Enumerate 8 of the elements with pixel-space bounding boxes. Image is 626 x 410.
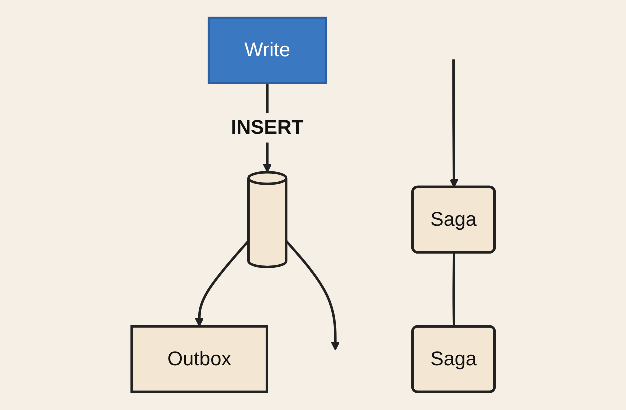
node-cylinder (247, 171, 288, 268)
edge-label: INSERT (230, 117, 304, 139)
arrow (285, 240, 340, 351)
arrow (194, 240, 250, 328)
node-box: Outbox (130, 325, 268, 394)
connector (452, 253, 456, 328)
arrow (450, 60, 458, 188)
node-box: Write (208, 16, 327, 84)
